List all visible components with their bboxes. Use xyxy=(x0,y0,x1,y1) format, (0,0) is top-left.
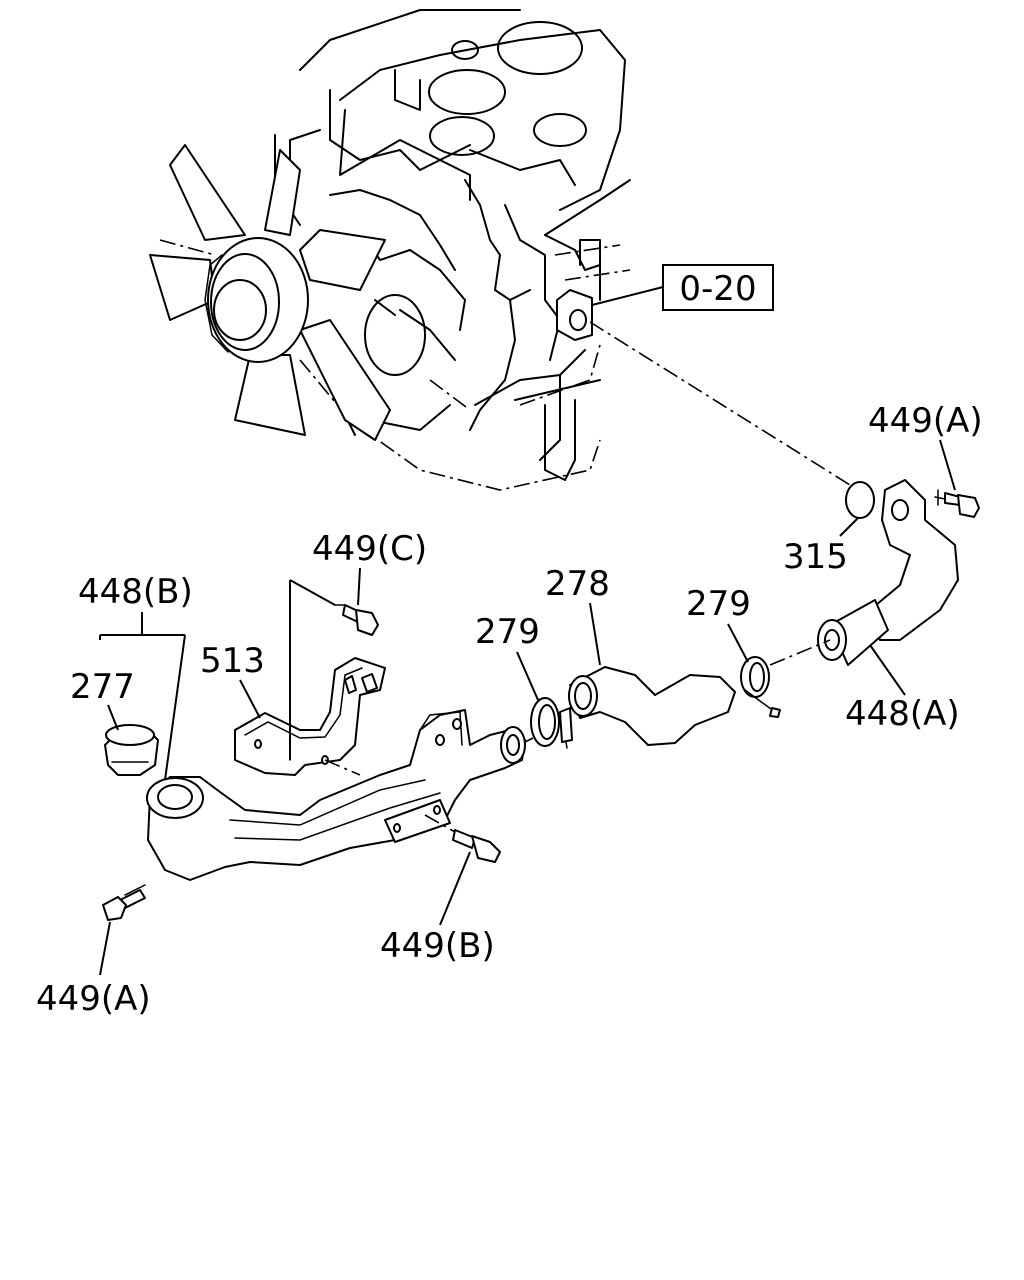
leader-277 xyxy=(107,704,119,731)
label-449a-bottom: 449(A) xyxy=(36,979,151,1019)
label-315: 315 xyxy=(783,537,848,577)
leader-449a-bottom xyxy=(99,921,111,976)
bolt-449a-bottom xyxy=(102,884,146,921)
label-449b: 449(B) xyxy=(380,926,495,966)
assembly-line-right-clamp xyxy=(769,639,831,666)
leader-315 xyxy=(839,517,859,537)
leader-449b xyxy=(439,851,471,926)
o-ring-315 xyxy=(845,481,875,519)
label-279-left: 279 xyxy=(475,612,540,652)
clamp-279-right xyxy=(740,656,781,718)
clamp-279-left xyxy=(530,697,573,749)
bolt-449b xyxy=(424,814,501,863)
leader-449a-top xyxy=(939,439,956,491)
ref-leader xyxy=(591,286,664,306)
water-pipe-448b xyxy=(146,709,526,881)
label-277: 277 xyxy=(70,667,135,707)
outlet-pipe-448a xyxy=(817,479,959,666)
leader-448a xyxy=(869,644,906,696)
label-448b: 448(B) xyxy=(78,572,193,612)
assembly-line-bracket-pipe xyxy=(324,759,361,776)
fan-assembly xyxy=(149,144,391,441)
assembly-line-oring xyxy=(589,321,851,486)
bolt-449a-top xyxy=(934,489,980,518)
label-278: 278 xyxy=(545,564,610,604)
hose-278 xyxy=(568,666,736,746)
bolt-449c xyxy=(334,604,379,636)
leader-278 xyxy=(589,602,601,666)
leader-449c xyxy=(289,579,336,760)
cap-277 xyxy=(104,724,159,776)
reference-label: 0-20 xyxy=(679,269,756,309)
label-449c: 449(C) xyxy=(312,529,427,569)
reference-box xyxy=(662,264,774,311)
label-279-right: 279 xyxy=(686,584,751,624)
label-513: 513 xyxy=(200,641,265,681)
outlet-flange xyxy=(556,289,593,341)
leader-279-right xyxy=(727,623,749,663)
bracket-513 xyxy=(234,657,386,776)
leader-449c-tag xyxy=(357,567,361,606)
leader-279-left xyxy=(516,651,539,701)
label-448a: 448(A) xyxy=(845,694,960,734)
leader-448b-bracket xyxy=(99,612,186,781)
assembly-line-pipe-clamp xyxy=(524,737,534,743)
leader-513 xyxy=(239,679,261,719)
label-449a-top: 449(A) xyxy=(868,401,983,441)
